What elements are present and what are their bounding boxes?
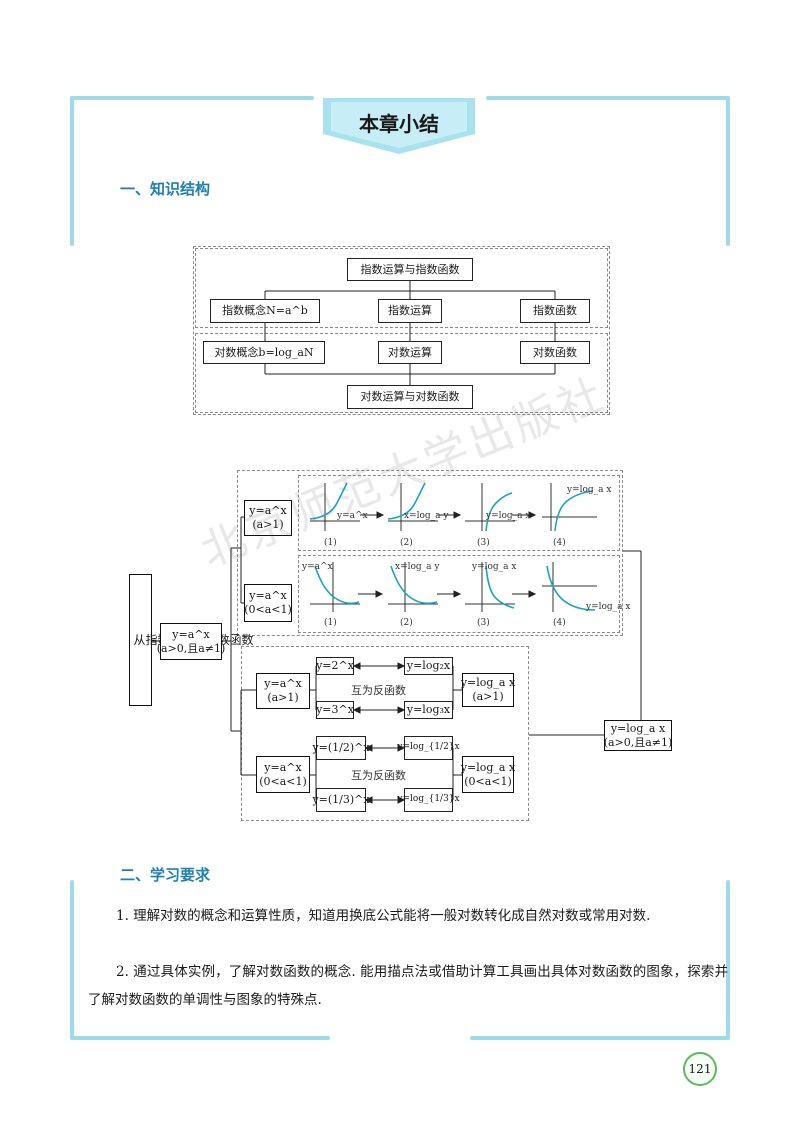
left-vertical-text: 从指数函数到对数函数 <box>134 633 254 647</box>
frame-right-upper <box>726 96 730 246</box>
frame-bottom-left <box>70 1036 330 1040</box>
group-a-exp-1: y=2^x <box>316 657 354 675</box>
case-gt1-line2: (a>1) <box>252 518 284 531</box>
case-gt1-line1: y=a^x <box>249 504 287 518</box>
chart1-log-function-box: 对数函数 <box>520 341 590 364</box>
frame-left-upper <box>70 96 74 246</box>
graph-label-lt1-3: (3) <box>477 618 490 628</box>
graph-label-gt1-4: (4) <box>553 538 566 548</box>
case-lt1-line2: (0<a<1) <box>244 603 292 616</box>
frame-bottom-right <box>470 1036 730 1040</box>
chart1-top-box: 指数运算与指数函数 <box>347 258 473 281</box>
group-b-left-line2: (0<a<1) <box>259 774 307 788</box>
graph-tag-lt1-2: x=log_a y <box>395 562 440 572</box>
graph-label-gt1-1: (1) <box>324 538 337 548</box>
chart2-root-box: y=a^x (a>0,且a≠1) <box>157 623 225 660</box>
chart1-log-concept-box: 对数概念b=log_aN <box>203 341 325 364</box>
frame-top-left <box>70 96 314 100</box>
chart1-log-operation-box: 对数运算 <box>378 341 442 364</box>
chart2-result-box: y=log_a x (a>0,且a≠1) <box>604 720 672 751</box>
graph-tag-gt1-3: y=log_a x <box>486 511 531 521</box>
chart2-case-gt1-box: y=a^x (a>1) <box>244 500 292 536</box>
section1-heading: 一、知识结构 <box>120 180 211 198</box>
chart1-top-frame <box>195 248 608 328</box>
chart1-bottom-frame <box>195 333 608 413</box>
chart1-outer-frame <box>193 246 610 415</box>
group-a-left-box: y=a^x (a>1) <box>256 673 310 709</box>
graph-tag-lt1-1: y=a^x <box>302 562 333 572</box>
graph-label-gt1-2: (2) <box>400 538 413 548</box>
group-b-log-1: y=log_{1/2}x <box>397 736 460 760</box>
chart2-case-lt1-box: y=a^x (0<a<1) <box>244 584 292 622</box>
group-a-right-box: y=log_a x (a>1) <box>460 673 516 707</box>
graph-tag-gt1-2: x=log_a y <box>404 511 449 521</box>
graphs-lt1 <box>310 562 597 612</box>
root-line2: (a>0,且a≠1) <box>156 641 226 655</box>
graph-label-lt1-2: (2) <box>400 618 413 628</box>
banner-shape-icon <box>323 98 475 154</box>
group-a-exp-2: y=3^x <box>316 701 354 719</box>
graph-label-gt1-3: (3) <box>477 538 490 548</box>
group-a-left-line1: y=a^x <box>264 677 302 691</box>
group-b-middle: 互为反函数 <box>351 769 406 782</box>
group-b-exp-2: y=(1/3)^x <box>312 788 370 812</box>
graph-label-lt1-4: (4) <box>553 618 566 628</box>
frame-left-lower <box>70 880 74 1040</box>
chart2-graphs-gt1-frame <box>298 475 620 551</box>
group-b-left-line1: y=a^x <box>264 760 302 774</box>
graph-label-lt1-1: (1) <box>324 618 337 628</box>
group-b-left-box: y=a^x (0<a<1) <box>256 756 310 793</box>
chart2-left-vertical-box: 从指数函数到对数函数 <box>129 574 254 706</box>
graphs-gt1 <box>309 482 597 532</box>
result-line2: (a>0,且a≠1) <box>603 735 673 749</box>
group-b-right-line1: y=log_a x <box>460 760 516 774</box>
group-a-log-1: y=log₂x <box>404 657 453 675</box>
banner-title: 本章小结 <box>359 112 439 136</box>
group-a-left-line2: (a>1) <box>267 691 299 704</box>
group-a-log-2: y=log₃x <box>404 701 453 719</box>
chart1-exp-operation-box: 指数运算 <box>378 299 442 323</box>
group-b-exp-1: y=(1/2)^x <box>312 736 370 760</box>
graph-tag-gt1-4: y=log_a x <box>567 485 612 495</box>
requirement-paragraph-2: 2. 通过具体实例，了解对数函数的概念. 能用描点法或借助计算工具画出具体对数函… <box>88 964 728 1008</box>
chart1-exp-function-box: 指数函数 <box>520 299 590 323</box>
group-a-right-line2: (a>1) <box>472 690 504 703</box>
chart2-upper-frame <box>237 470 623 636</box>
requirement-paragraph-1: 1. 理解对数的概念和运算性质，知道用换底公式能将一般对数转化成自然对数或常用对… <box>116 908 651 924</box>
group-b-log-2: y=log_{1/3}x <box>397 788 460 812</box>
graph-tag-gt1-1: y=a^x <box>337 511 368 521</box>
root-line1: y=a^x <box>172 627 210 641</box>
chart1-bottom-box: 对数运算与对数函数 <box>347 385 473 409</box>
chapter-summary-banner: 本章小结 <box>323 98 475 154</box>
group-a-right-line1: y=log_a x <box>460 676 516 690</box>
chart2-graphs-lt1-frame <box>298 555 620 633</box>
graph-tag-lt1-3: y=log_a x <box>472 562 517 572</box>
group-b-right-box: y=log_a x (0<a<1) <box>460 756 516 793</box>
chart1-exp-concept-box: 指数概念N=a^b <box>210 299 320 323</box>
group-b-right-line2: (0<a<1) <box>464 774 512 788</box>
page-number: 121 <box>683 1052 717 1086</box>
section2-heading: 二、学习要求 <box>120 866 211 884</box>
graph-tag-lt1-4: y=log_a x <box>586 602 631 612</box>
group-a-middle: 互为反函数 <box>351 684 406 697</box>
result-line1: y=log_a x <box>610 721 666 735</box>
frame-top-right <box>486 96 730 100</box>
frame-right-lower <box>726 880 730 1040</box>
case-lt1-line1: y=a^x <box>249 589 287 603</box>
